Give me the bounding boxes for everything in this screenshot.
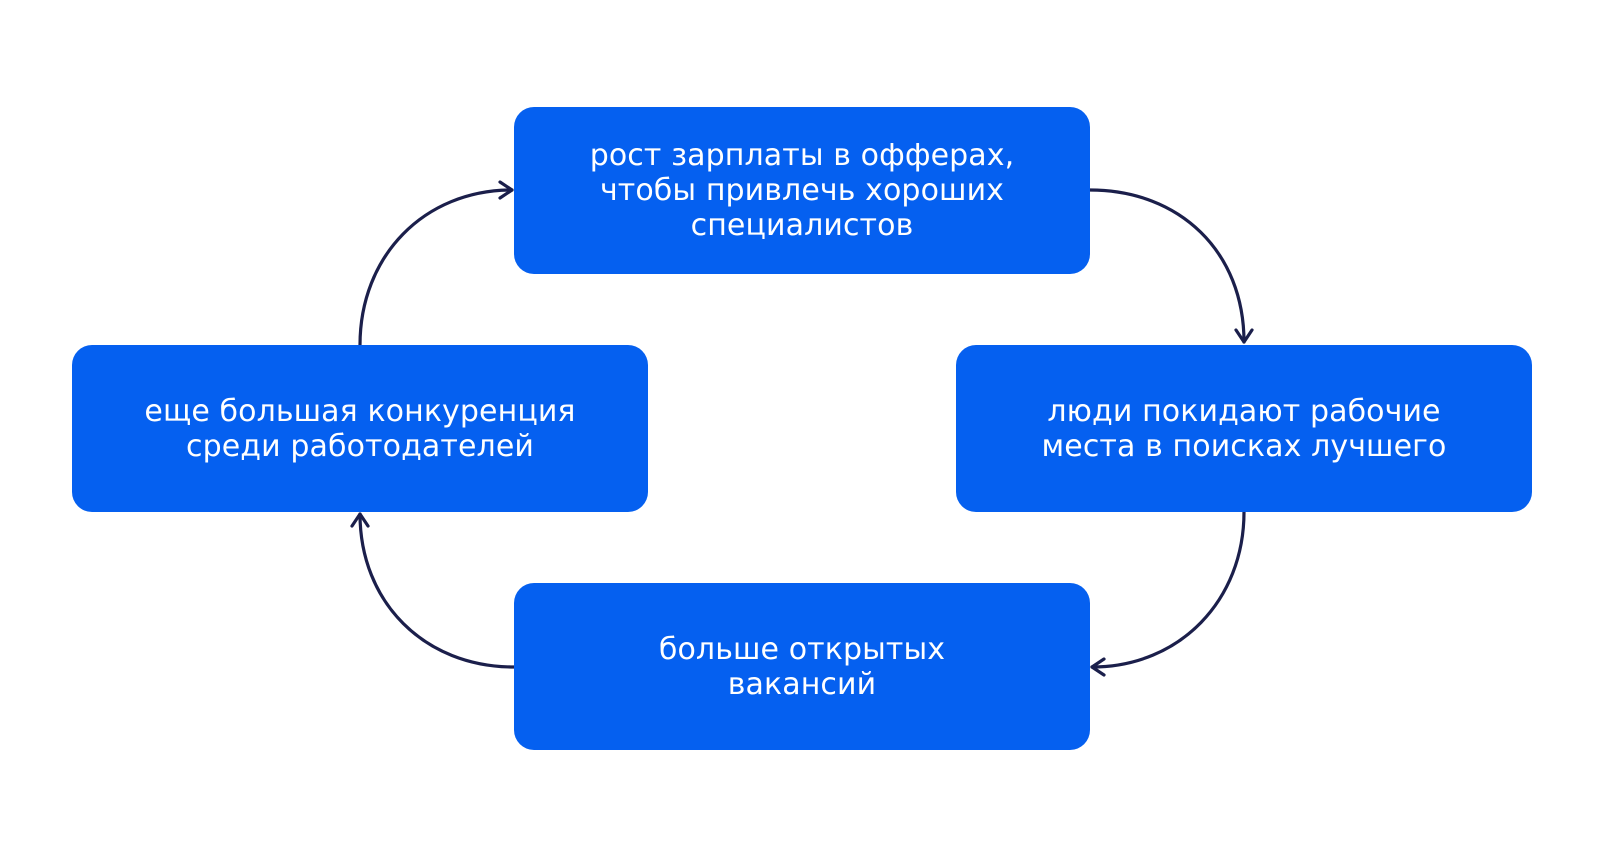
arrow-left-to-top <box>358 180 514 347</box>
cycle-step-label: люди покидают рабочие места в поисках лу… <box>1041 393 1447 464</box>
arrow-bottom-to-left <box>350 512 516 669</box>
cycle-step-more-vacancies: больше открытых вакансий <box>514 583 1090 750</box>
arrow-top-to-right <box>1088 188 1254 344</box>
cycle-step-salary-growth: рост зарплаты в офферах, чтобы привлечь … <box>514 107 1090 274</box>
cycle-step-label: больше открытых вакансий <box>658 631 946 702</box>
arrow-right-to-bottom <box>1090 510 1246 677</box>
cycle-step-label: еще большая конкуренция среди работодате… <box>144 393 576 464</box>
cycle-step-people-leave: люди покидают рабочие места в поисках лу… <box>956 345 1532 512</box>
cycle-step-label: рост зарплаты в офферах, чтобы привлечь … <box>589 138 1015 243</box>
cycle-step-employer-competition: еще большая конкуренция среди работодате… <box>72 345 648 512</box>
